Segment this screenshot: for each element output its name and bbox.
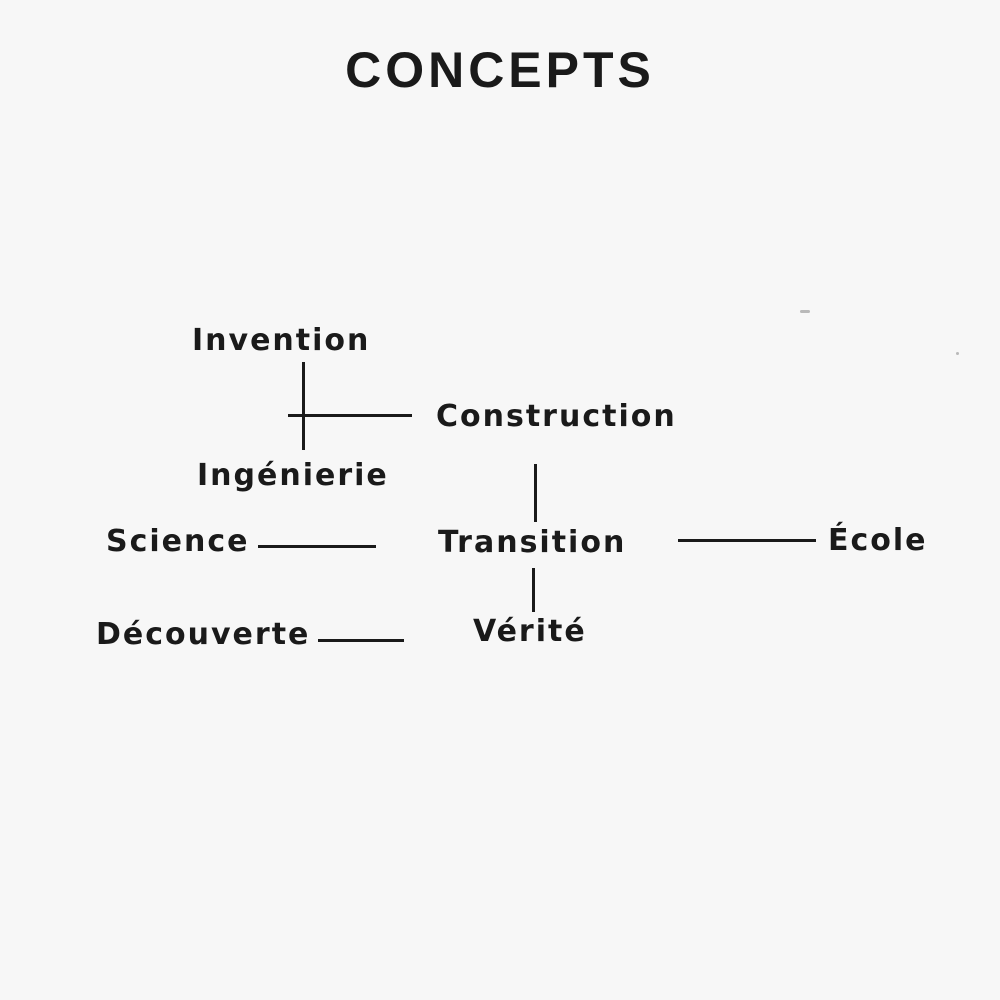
connector-to-construction bbox=[288, 414, 412, 417]
node-ecole: École bbox=[828, 523, 928, 558]
connector-construction-transition bbox=[534, 464, 537, 522]
connector-science-transition bbox=[258, 545, 376, 548]
node-transition: Transition bbox=[438, 525, 627, 560]
node-invention: Invention bbox=[192, 323, 371, 358]
page-title: CONCEPTS bbox=[345, 42, 655, 98]
node-verite: Vérité bbox=[473, 614, 587, 649]
scan-speck bbox=[800, 310, 810, 313]
connector-invention-ingenierie bbox=[302, 362, 305, 450]
node-science: Science bbox=[106, 524, 250, 559]
connector-transition-ecole bbox=[678, 539, 816, 542]
node-decouverte: Découverte bbox=[96, 617, 311, 652]
connector-decouverte bbox=[318, 639, 404, 642]
node-construction: Construction bbox=[436, 399, 677, 434]
node-ingenierie: Ingénierie bbox=[197, 458, 389, 493]
scan-speck bbox=[956, 352, 959, 355]
connector-transition-verite bbox=[532, 568, 535, 612]
